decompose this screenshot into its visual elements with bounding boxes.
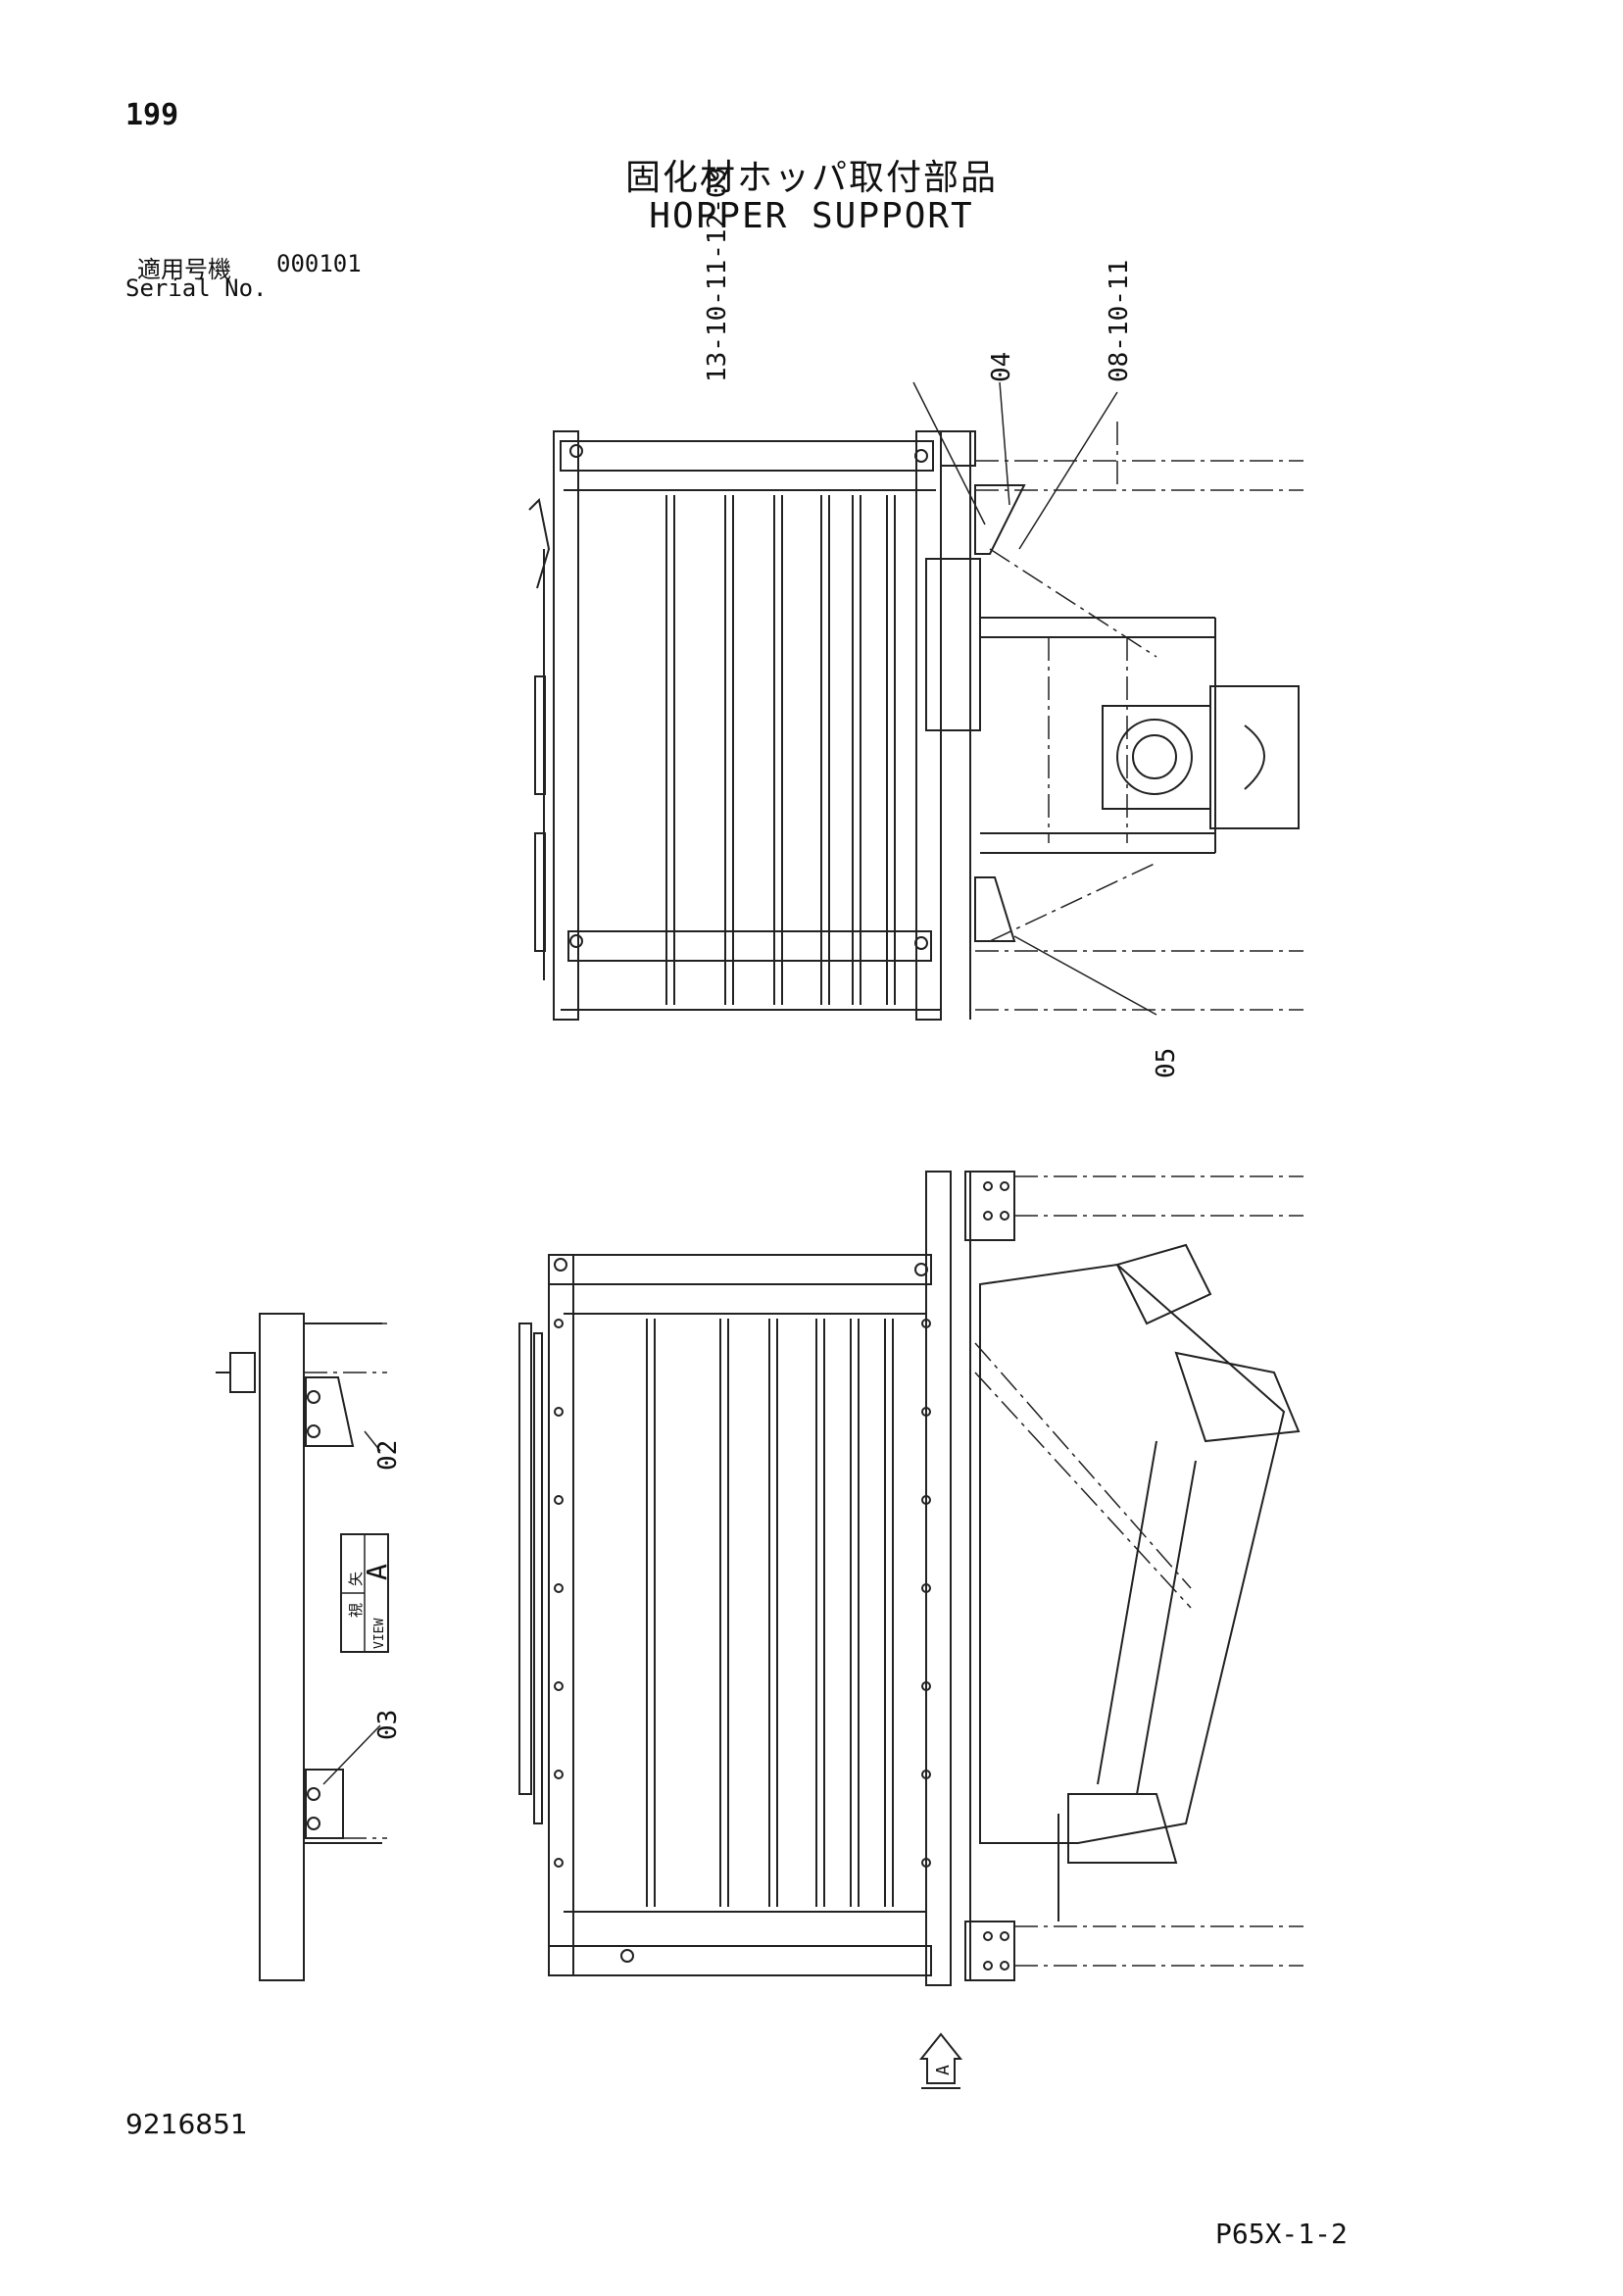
serial-value: 000101 bbox=[276, 250, 362, 277]
view-a-label-box: 矢 視 VIEW A bbox=[340, 1533, 393, 1653]
view-word: VIEW bbox=[372, 1619, 387, 1649]
callout-13-10-11-12-09: 13-10-11-12-09 bbox=[703, 168, 732, 382]
page-number: 199 bbox=[125, 98, 179, 132]
view-kanji-shi: 視 bbox=[347, 1603, 365, 1618]
view-letter-a: A bbox=[361, 1564, 393, 1580]
top-view-callouts bbox=[912, 381, 1157, 1016]
callout-05: 05 bbox=[1152, 1048, 1181, 1078]
bottom-view-slats bbox=[646, 1319, 894, 1907]
callout-02: 02 bbox=[373, 1440, 403, 1471]
top-view-slats bbox=[665, 495, 896, 1005]
bottom-view-drawing bbox=[518, 1171, 1303, 1986]
callout-03: 03 bbox=[373, 1710, 403, 1740]
view-kanji-ya: 矢 bbox=[347, 1572, 365, 1586]
page-title-english: HOPPER SUPPORT bbox=[649, 196, 974, 236]
page-title-japanese: 固化材ホッパ取付部品 bbox=[624, 158, 998, 198]
serial-label-english: Serial No. bbox=[125, 275, 268, 302]
view-a-arrow: A bbox=[918, 2032, 963, 2089]
callout-08-10-11: 08-10-11 bbox=[1105, 260, 1134, 382]
bottom-view-bolts bbox=[554, 1181, 1009, 1971]
view-a-drawing bbox=[216, 1313, 387, 1981]
serial-label-japanese: 適用号機 bbox=[137, 256, 231, 283]
page-code: P65X-1-2 bbox=[1215, 2218, 1348, 2250]
document-number: 9216851 bbox=[125, 2108, 248, 2140]
arrow-letter-a: A bbox=[933, 2065, 954, 2075]
callout-04: 04 bbox=[987, 352, 1016, 382]
top-view-drawing bbox=[528, 422, 1303, 1021]
